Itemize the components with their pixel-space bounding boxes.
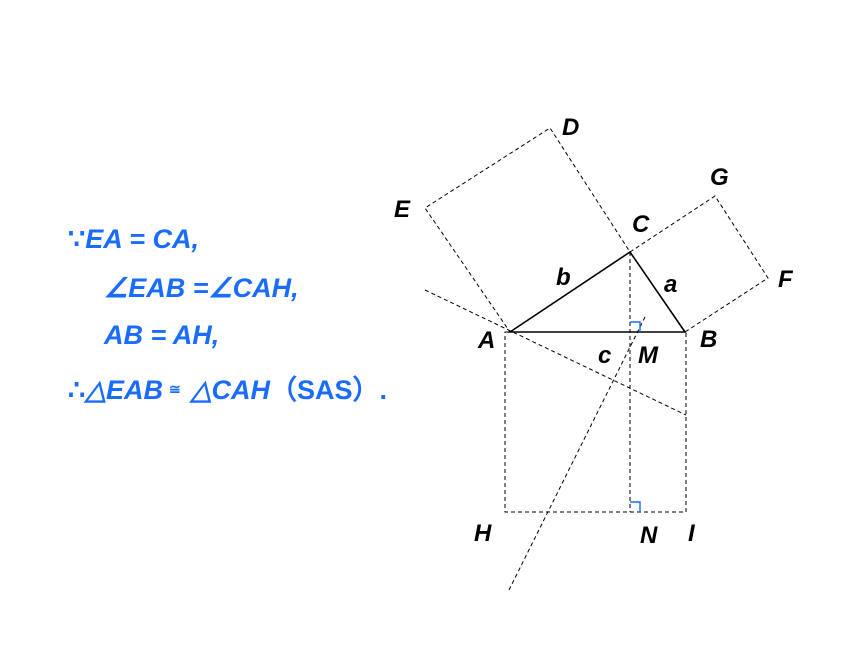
label-point-h: H: [474, 520, 492, 547]
proof-line-2-expr: ∠EAB =∠CAH,: [104, 273, 299, 303]
sas-reason: （SAS）.: [269, 375, 387, 405]
label-point-a: A: [477, 327, 495, 354]
right-angle-mark-n: [630, 501, 641, 512]
label-side-c: c: [598, 342, 611, 369]
because-symbol: ∵: [68, 224, 86, 254]
proof-line-1: ∵EA = CA,: [68, 224, 199, 255]
triangle-abc: [507, 250, 687, 333]
label-side-b: b: [556, 264, 571, 291]
square-acde: [424, 127, 631, 333]
label-side-a: a: [664, 271, 677, 298]
square-abih: [504, 331, 687, 513]
proof-line-4: ∴△EAB ≅ △CAH（SAS）.: [68, 368, 387, 407]
congruent-symbol: ≅: [168, 381, 181, 397]
square-cgfb: [629, 195, 769, 333]
label-point-f: F: [778, 266, 794, 293]
proof-line-3: AB = AH,: [104, 320, 219, 351]
proof-line-1-expr: EA = CA,: [85, 224, 199, 254]
proof-line-3-expr: AB = AH,: [104, 320, 220, 350]
label-point-c: C: [632, 211, 650, 238]
label-point-g: G: [710, 164, 729, 191]
therefore-symbol: ∴: [68, 375, 86, 405]
label-point-d: D: [562, 114, 579, 141]
label-point-b: B: [700, 326, 717, 353]
triangle-eab: △EAB: [85, 375, 163, 405]
label-point-n: N: [640, 522, 658, 549]
line-ea: [424, 289, 687, 416]
label-point-m: M: [638, 342, 659, 369]
triangle-cah: △CAH: [190, 375, 270, 405]
line-ch: [507, 316, 646, 593]
proof-line-2: ∠EAB =∠CAH,: [104, 273, 299, 304]
right-angle-mark-m: [630, 321, 641, 332]
label-point-e: E: [394, 196, 411, 223]
label-point-i: I: [688, 520, 696, 547]
